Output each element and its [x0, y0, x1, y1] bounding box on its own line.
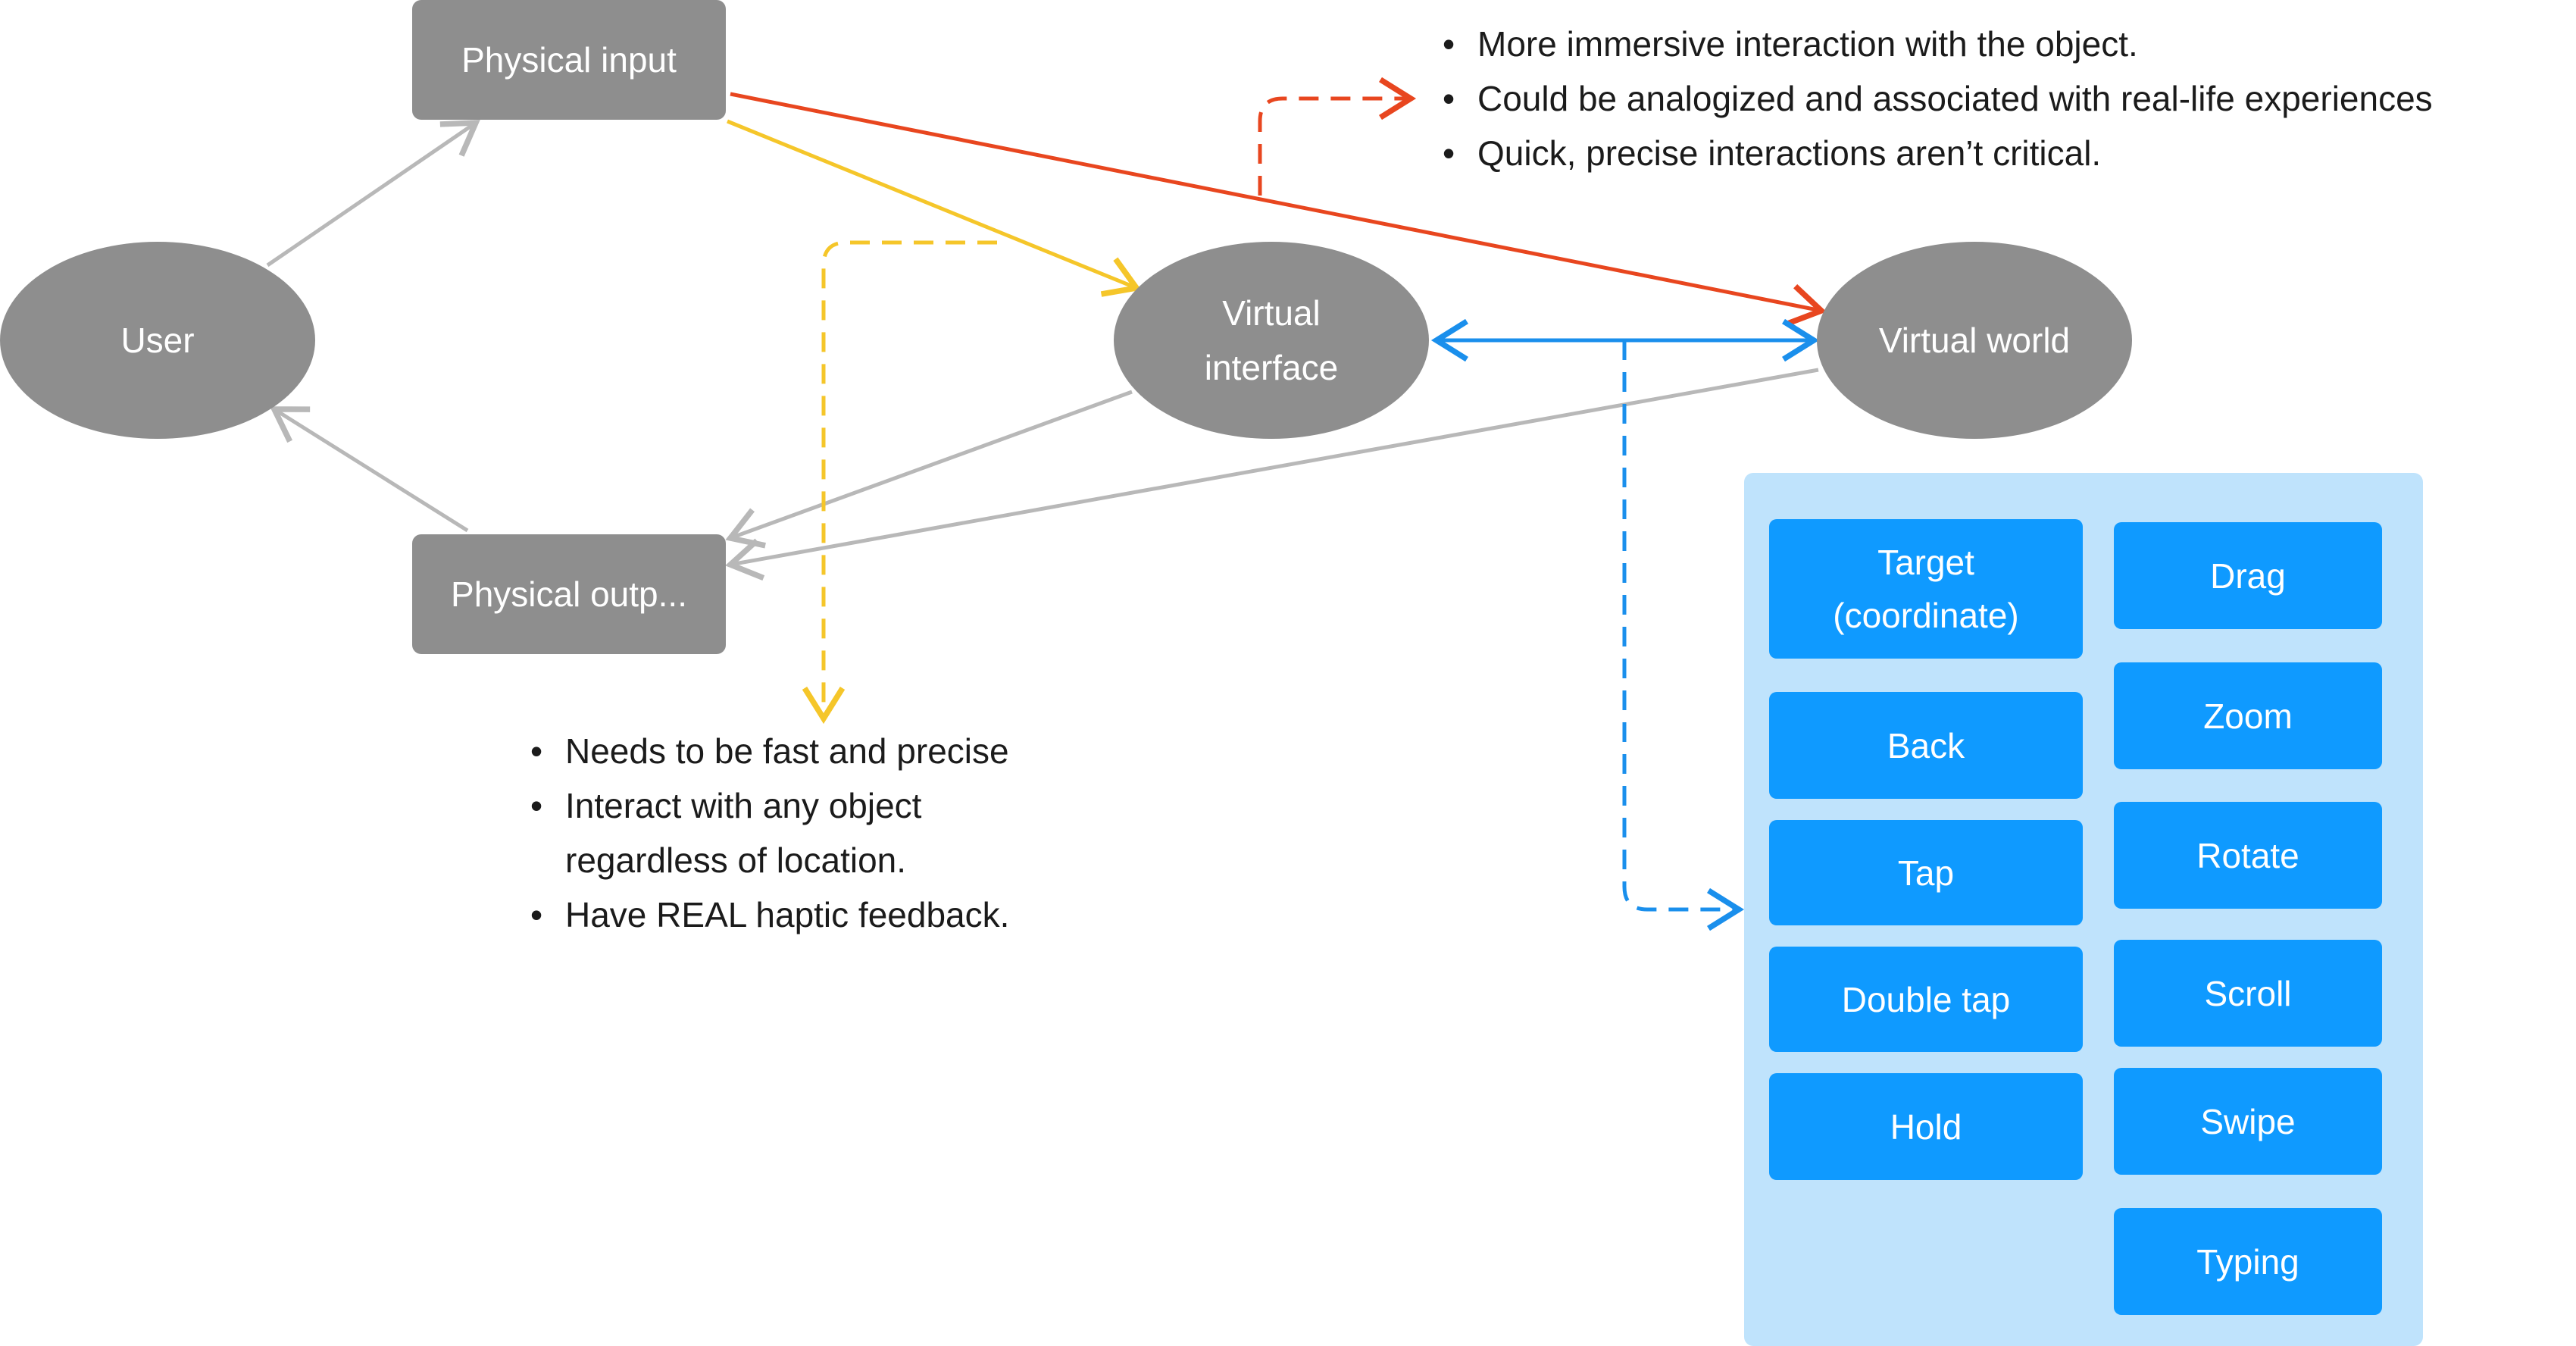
- world-to-physical-output-arrow: [725, 368, 1819, 581]
- action-target-coordinate[interactable]: Target (coordinate): [1769, 519, 2083, 659]
- action-label: Zoom: [2203, 696, 2293, 736]
- action-tap[interactable]: Tap: [1769, 820, 2083, 925]
- user-label: User: [120, 321, 195, 360]
- action-label: Typing: [2196, 1241, 2299, 1282]
- action-label: Rotate: [2196, 835, 2299, 875]
- virtual-interface-label: Virtual interface: [1204, 293, 1339, 387]
- user-to-physical-input-arrow: [266, 120, 480, 268]
- action-scroll[interactable]: Scroll: [2114, 940, 2382, 1047]
- action-swipe[interactable]: Swipe: [2114, 1068, 2382, 1175]
- action-label: Double tap: [1841, 979, 2011, 1019]
- action-zoom[interactable]: Zoom: [2114, 662, 2382, 769]
- actions-dashed-arrow: [1622, 340, 1745, 931]
- action-label: Tap: [1897, 853, 1955, 893]
- user-node[interactable]: User: [0, 242, 315, 439]
- note-item: Needs to be fast and precise: [530, 724, 1009, 778]
- interface-to-physical-output-arrow: [725, 390, 1133, 549]
- note-item: More immersive interaction with the obje…: [1443, 17, 2433, 71]
- note-item: Interact with any object: [530, 778, 1009, 833]
- action-double-tap[interactable]: Double tap: [1769, 947, 2083, 1052]
- action-back[interactable]: Back: [1769, 692, 2083, 799]
- action-rotate[interactable]: Rotate: [2114, 802, 2382, 909]
- interface-note-dashed-arrow: [802, 240, 997, 725]
- note-item: Quick, precise interactions aren’t criti…: [1443, 126, 2433, 180]
- physical-input-to-interface-arrow: [727, 119, 1142, 297]
- action-label: Target (coordinate): [1833, 543, 2019, 635]
- physical-output-to-user-arrow: [270, 406, 469, 533]
- action-drag[interactable]: Drag: [2114, 522, 2382, 629]
- world-note-dashed-arrow: [1258, 77, 1417, 196]
- note-item-continuation: regardless of location.: [565, 840, 907, 880]
- action-label: Hold: [1890, 1107, 1962, 1147]
- virtual-interface-notes: Needs to be fast and precise Interact wi…: [530, 724, 1009, 942]
- note-item: Could be analogized and associated with …: [1443, 71, 2433, 126]
- physical-output-label: Physical outp...: [451, 574, 687, 614]
- note-item: Have REAL haptic feedback.: [530, 887, 1009, 942]
- physical-output-node[interactable]: Physical outp...: [412, 534, 726, 654]
- virtual-world-node[interactable]: Virtual world: [1817, 242, 2132, 439]
- virtual-world-label: Virtual world: [1878, 321, 2071, 360]
- action-label: Swipe: [2200, 1101, 2296, 1141]
- action-hold[interactable]: Hold: [1769, 1073, 2083, 1180]
- physical-input-node[interactable]: Physical input: [412, 0, 726, 120]
- physical-input-label: Physical input: [461, 40, 677, 80]
- virtual-interface-node[interactable]: Virtual interface: [1114, 242, 1429, 439]
- virtual-world-notes: More immersive interaction with the obje…: [1443, 17, 2433, 180]
- action-label: Back: [1887, 725, 1965, 765]
- action-label: Scroll: [2204, 973, 2292, 1013]
- action-typing[interactable]: Typing: [2114, 1208, 2382, 1315]
- physical-input-to-world-arrow: [730, 92, 1827, 327]
- action-label: Drag: [2210, 556, 2286, 596]
